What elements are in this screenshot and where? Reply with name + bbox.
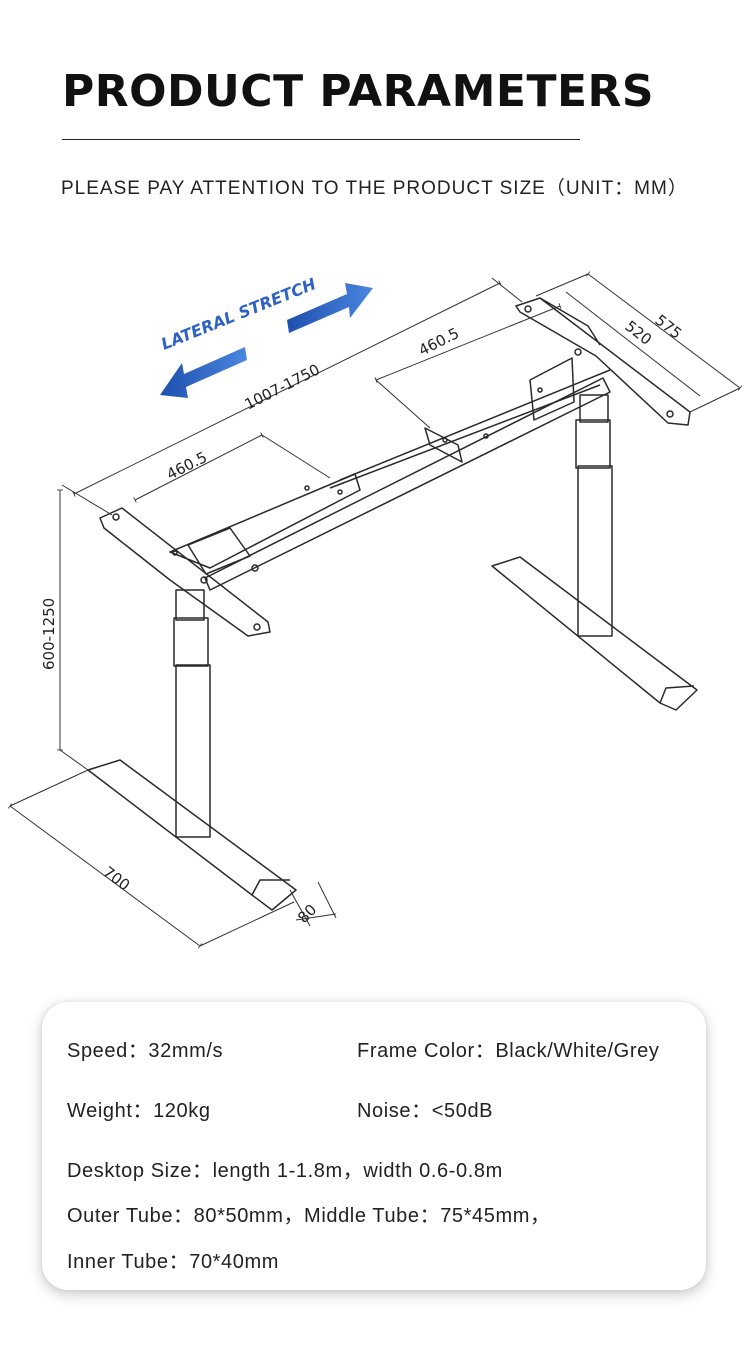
page-title: PRODUCT PARAMETERS — [62, 66, 655, 117]
spec-weight: Weight：120kg — [67, 1100, 211, 1122]
spec-card: Speed：32mm/s Frame Color：Black/White/Gre… — [42, 1002, 706, 1290]
arrow-left-icon — [160, 347, 247, 398]
dimension-lines — [7, 271, 743, 949]
dim-depth-outer: 575 — [652, 311, 686, 343]
dim-height: 600-1250 — [40, 598, 58, 670]
left-leg-inner — [175, 589, 205, 621]
left-leg-middle — [173, 617, 209, 667]
left-top-bracket — [99, 507, 271, 637]
title-divider — [62, 139, 580, 140]
spec-noise: Noise：<50dB — [357, 1100, 494, 1122]
dim-total-length: 1007-1750 — [242, 360, 323, 413]
spec-tubes-line1: Outer Tube：80*50mm，Middle Tube：75*45mm， — [67, 1205, 551, 1227]
spec-tubes-line2: Inner Tube：70*40mm — [67, 1251, 280, 1273]
left-foot — [87, 759, 297, 911]
dim-depth-inner: 520 — [622, 317, 656, 349]
lateral-stretch-label: LATERAL STRETCH — [158, 274, 319, 354]
spec-speed: Speed：32mm/s — [67, 1040, 224, 1062]
right-leg-middle — [575, 419, 611, 469]
lateral-stretch-arrows: LATERAL STRETCH — [158, 274, 373, 398]
desk-frame-diagram: LATERAL STRETCH — [0, 230, 750, 990]
dim-left-section: 460.5 — [164, 448, 210, 484]
page-subtitle: PLEASE PAY ATTENTION TO THE PRODUCT SIZE… — [61, 178, 688, 199]
dim-foot-length: 700 — [100, 863, 134, 895]
right-foot — [491, 556, 698, 711]
right-leg-inner — [579, 394, 609, 423]
right-leg-outer — [577, 465, 613, 637]
spec-desktop-size: Desktop Size：length 1-1.8m，width 0.6-0.8… — [67, 1160, 503, 1182]
left-leg-outer — [175, 664, 211, 838]
spec-frame-color: Frame Color：Black/White/Grey — [357, 1040, 660, 1062]
desk-frame-drawing: LATERAL STRETCH — [7, 271, 743, 949]
